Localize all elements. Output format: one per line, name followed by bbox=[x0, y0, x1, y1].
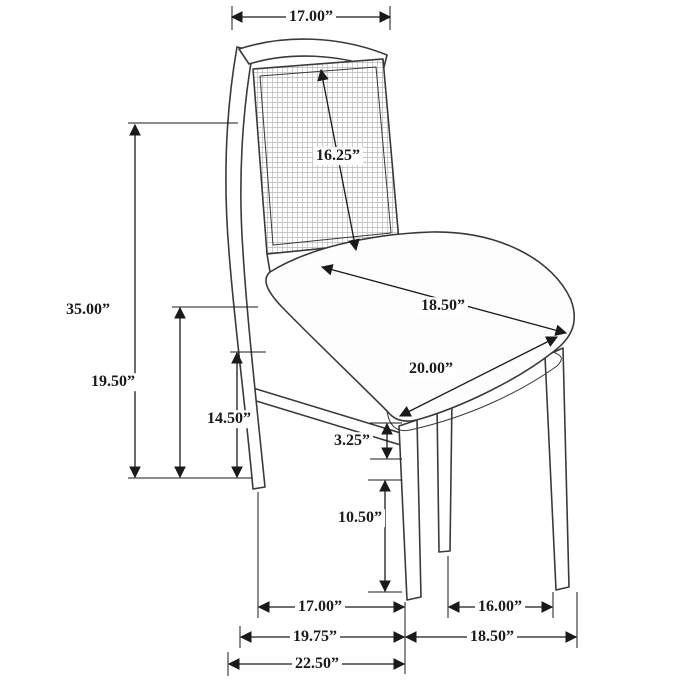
chair-line-art bbox=[225, 38, 575, 601]
seat-cushion bbox=[265, 231, 575, 422]
dim-label-base-depth-outer: 22.50” bbox=[292, 655, 342, 673]
back-post bbox=[225, 46, 266, 490]
dim-label-seat-depth: 18.50” bbox=[418, 297, 468, 315]
front-left-leg bbox=[398, 419, 422, 601]
dim-label-seat-thickness: 3.25” bbox=[331, 432, 373, 450]
dim-label-base-width-outer: 18.50” bbox=[467, 628, 517, 646]
dim-label-overall-height: 35.00” bbox=[63, 301, 113, 319]
dim-label-stretcher-height: 14.50” bbox=[204, 410, 254, 428]
front-right-leg bbox=[544, 347, 570, 591]
dim-label-top-width: 17.00” bbox=[286, 8, 336, 26]
dim-label-base-depth-inner: 17.00” bbox=[295, 598, 345, 616]
back-top-rail bbox=[238, 38, 388, 72]
dim-label-leg-height: 10.50” bbox=[335, 509, 385, 527]
dim-label-seat-back-height: 19.50” bbox=[88, 373, 138, 391]
dim-label-seat-width: 20.00” bbox=[406, 360, 456, 378]
dim-label-base-depth-mid: 19.75” bbox=[290, 628, 340, 646]
dim-label-base-width-inner: 16.00” bbox=[475, 598, 525, 616]
dim-label-back-panel-diag: 16.25” bbox=[313, 147, 363, 165]
